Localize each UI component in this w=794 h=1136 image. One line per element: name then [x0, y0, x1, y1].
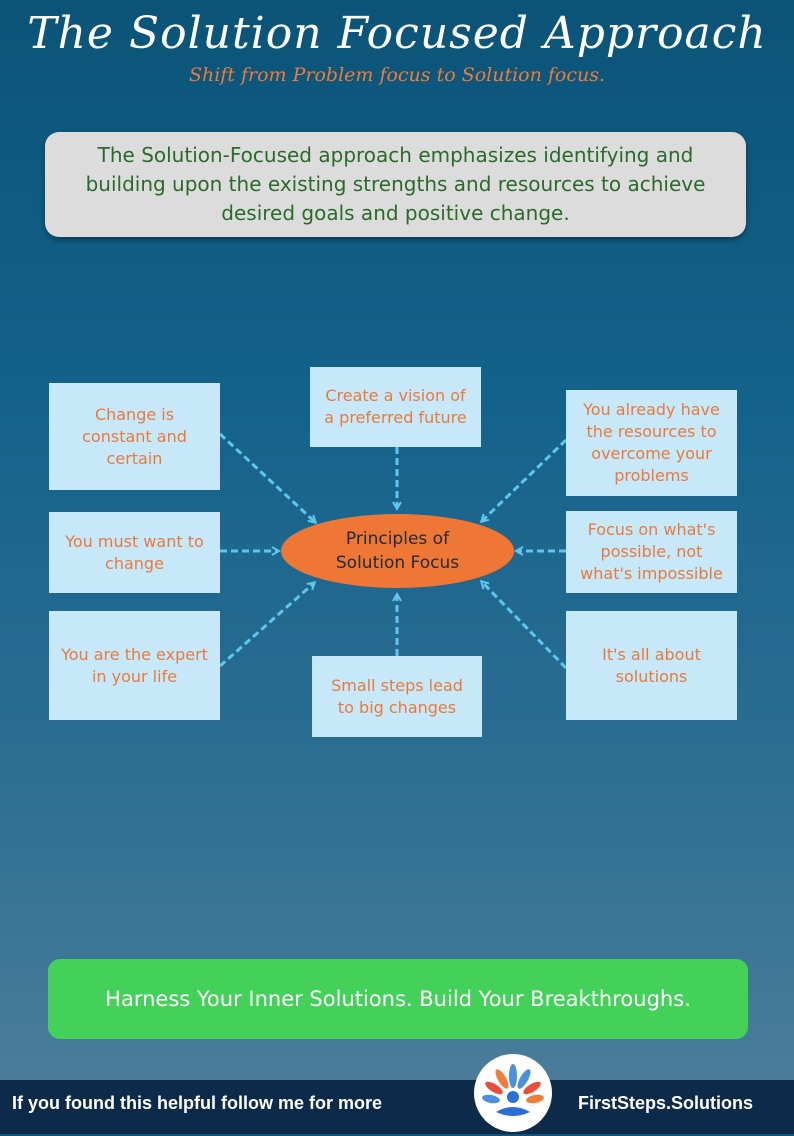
page-title: The Solution Focused Approach	[27, 8, 767, 59]
footer-follow-text: If you found this helpful follow me for …	[12, 1093, 382, 1113]
arrow-expert	[219, 583, 314, 668]
node-preferred-future: Create a vision of a preferred future	[310, 367, 481, 447]
node-expert-in-life: You are the expert in your life	[49, 611, 220, 720]
node-whats-possible: Focus on what's possible, not what's imp…	[566, 511, 737, 593]
node-all-about-solutions: It's all about solutions	[566, 611, 737, 720]
principles-hub: Principles of Solution Focus	[281, 514, 514, 588]
fan-person-logo-icon	[474, 1054, 552, 1132]
footer-brand[interactable]: FirstSteps.Solutions	[578, 1093, 754, 1113]
cta-banner: Harness Your Inner Solutions. Build Your…	[48, 959, 748, 1039]
node-small-steps: Small steps lead to big changes	[312, 656, 482, 737]
node-want-change: You must want to change	[49, 512, 220, 593]
page-subtitle: Shift from Problem focus to Solution foc…	[188, 64, 606, 86]
node-existing-resources: You already have the resources to overco…	[566, 390, 737, 496]
footer-bar	[0, 1080, 794, 1134]
arrow-change-constant	[218, 432, 315, 522]
intro-card: The Solution-Focused approach emphasizes…	[45, 132, 746, 237]
node-change-constant: Change is constant and certain	[49, 383, 220, 490]
arrow-resources	[482, 438, 568, 521]
arrow-solutions	[482, 582, 568, 670]
